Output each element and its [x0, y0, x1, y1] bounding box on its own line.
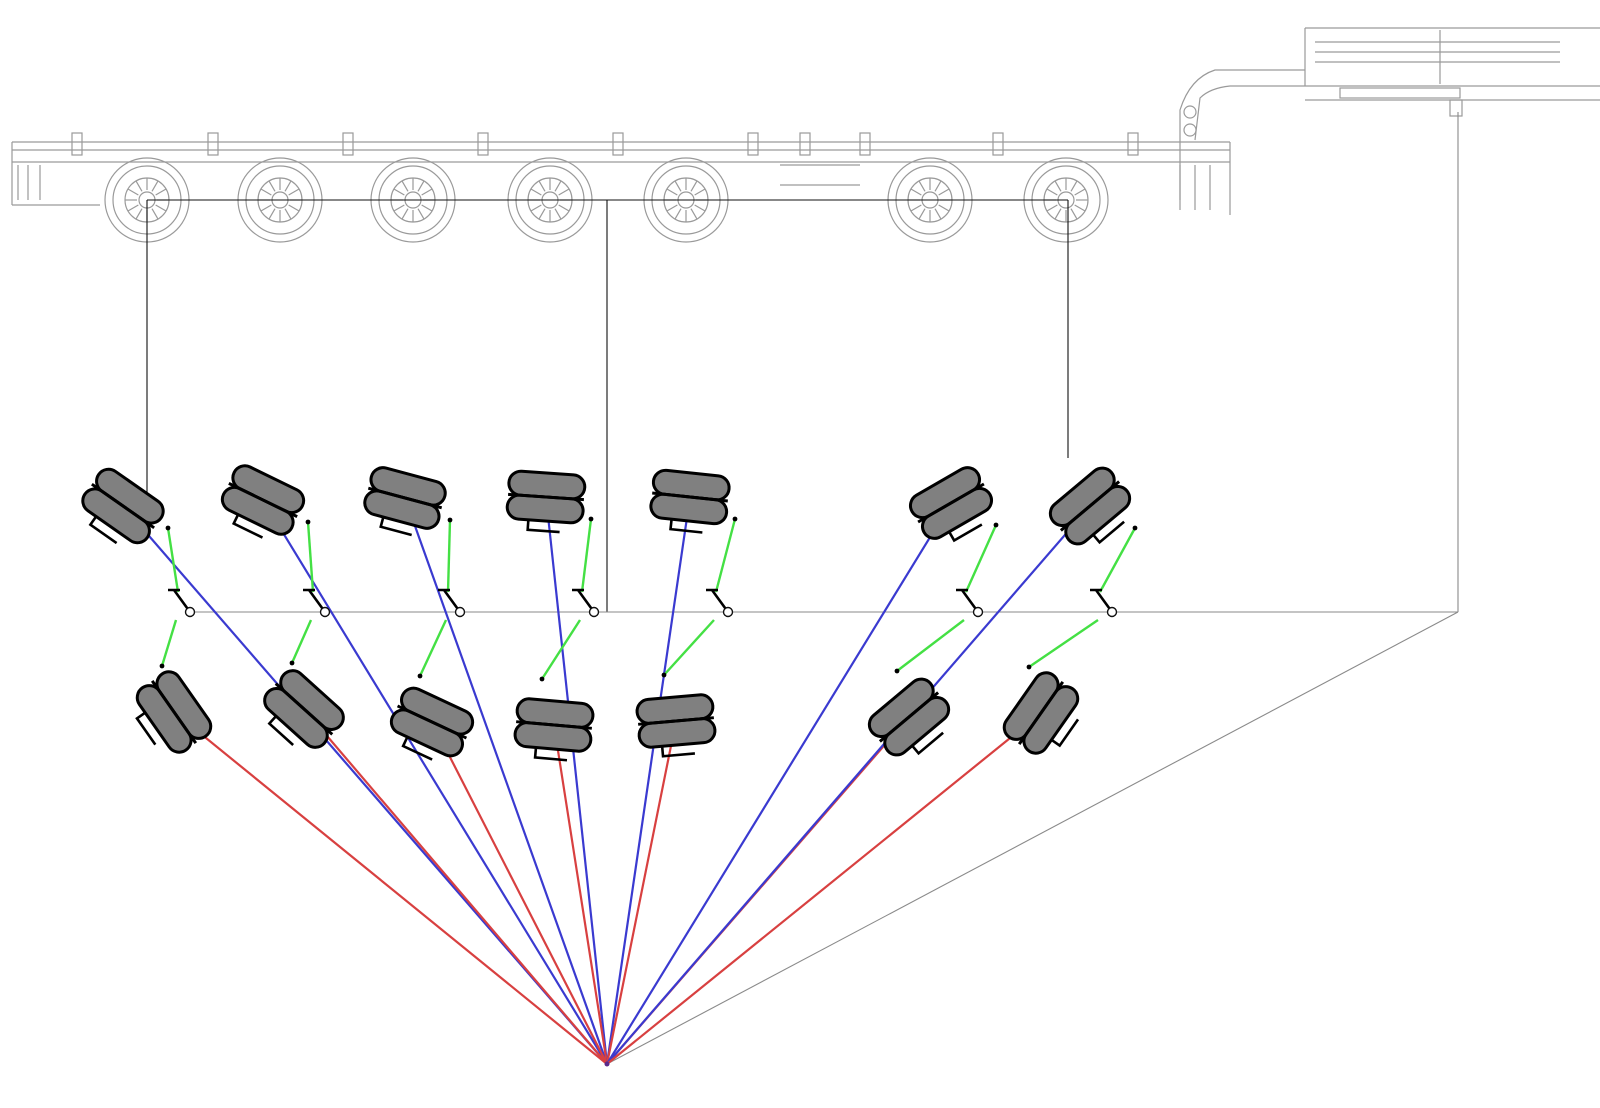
- pivot-point: [972, 606, 984, 618]
- front-turning-ray: [403, 497, 609, 1065]
- front-turning-ray: [544, 496, 609, 1065]
- front-tie-rod: [306, 521, 315, 593]
- rear-tyre-axle-5: [635, 693, 717, 758]
- steering-linkage: [1026, 525, 1138, 670]
- kingpin-ray: [606, 611, 1459, 1065]
- rear-turning-ray: [552, 724, 609, 1065]
- pivot-point: [319, 606, 331, 618]
- front-tie-rod: [446, 519, 452, 593]
- rear-tie-rod: [896, 619, 965, 672]
- rear-tyre-axle-7: [1002, 671, 1080, 755]
- front-tyre-axle-7: [1048, 466, 1132, 546]
- front-tie-rod: [166, 527, 180, 593]
- rear-turning-ray: [606, 712, 1042, 1065]
- turning-center-point: [604, 1061, 610, 1067]
- steering-linkage: [159, 525, 196, 669]
- gooseneck-icon: [1179, 27, 1600, 200]
- rear-turning-ray: [431, 721, 608, 1065]
- pivot-point: [588, 606, 600, 618]
- front-tyre-axle-2: [220, 464, 306, 539]
- rear-tyre-axle-4: [513, 697, 595, 762]
- pivot-point: [1106, 606, 1118, 618]
- pivot-point: [184, 606, 196, 618]
- rear-turning-ray: [173, 711, 608, 1065]
- front-tie-rod: [1098, 527, 1137, 593]
- rear-tyre-axle-6: [867, 677, 951, 757]
- trailer-side-view-icon: [11, 27, 1600, 243]
- front-turning-ray: [605, 496, 692, 1065]
- rear-tyre-axle-1: [135, 670, 213, 754]
- pivot-point: [722, 606, 734, 618]
- rear-tie-rod: [663, 619, 715, 676]
- front-tyre-axle-3: [363, 466, 447, 537]
- pivot-point: [454, 606, 466, 618]
- front-turning-ray: [262, 499, 608, 1065]
- front-turning-ray: [606, 505, 1091, 1065]
- turning-rays: [122, 496, 1091, 1065]
- steering-linkage: [894, 522, 999, 674]
- rear-tie-rod: [290, 619, 313, 664]
- steering-linkage: [289, 519, 331, 666]
- front-tie-rod: [964, 524, 998, 593]
- rear-turning-ray: [605, 720, 678, 1065]
- rear-tie-rod: [160, 619, 178, 667]
- steering-linkage: [417, 517, 466, 679]
- front-tie-rod: [714, 518, 737, 593]
- front-tyre-axle-1: [81, 467, 165, 545]
- rear-tyre-axle-3: [389, 686, 475, 761]
- front-tyre-axle-5: [649, 468, 731, 534]
- tyre-assemblies: [81, 464, 1132, 762]
- front-tyre-axle-6: [908, 466, 994, 543]
- front-turning-ray: [606, 502, 952, 1065]
- rear-turning-ray: [303, 708, 608, 1065]
- steering-linkages: [159, 516, 1138, 682]
- front-tyre-axle-4: [505, 469, 587, 534]
- steering-linkage: [539, 516, 600, 682]
- rear-tie-rod: [418, 619, 448, 677]
- front-tie-rod: [580, 518, 593, 593]
- rear-tyre-axle-2: [263, 669, 345, 749]
- rear-tie-rod: [1028, 619, 1099, 668]
- construction-lines: [146, 112, 1459, 1065]
- steering-linkage: [661, 516, 738, 678]
- rear-tie-rod: [540, 619, 582, 680]
